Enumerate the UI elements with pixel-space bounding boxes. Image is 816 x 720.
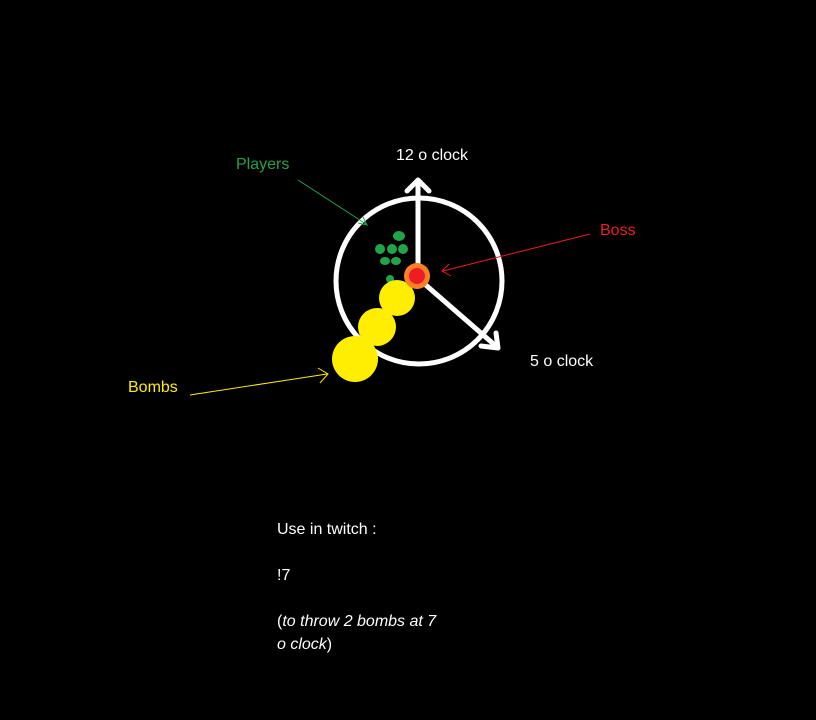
instruction-heading: Use in twitch :	[277, 521, 377, 538]
instruction-note-line2: o clock)	[277, 633, 332, 656]
twelve-oclock-arrow	[404, 177, 432, 279]
player-dot	[393, 231, 405, 241]
note-italic-line1: to throw 2 bombs at 7	[282, 613, 437, 630]
player-dot	[398, 244, 408, 254]
players-label: Players	[236, 156, 290, 173]
bombs-label: Bombs	[128, 379, 178, 396]
bomb	[379, 280, 415, 316]
bombs-group	[332, 280, 415, 382]
boss-marker	[404, 263, 430, 289]
note-close-paren: )	[326, 636, 333, 653]
bomb	[358, 308, 396, 346]
five-oclock-arrow	[417, 277, 501, 351]
instruction-command: !7	[277, 567, 291, 584]
twelve-oclock-label: 12 o clock	[396, 147, 469, 164]
bombs-pointer-arrow	[189, 367, 329, 396]
players-pointer-arrow	[297, 179, 368, 226]
five-oclock-label: 5 o clock	[530, 353, 594, 370]
instruction-note-line1: (to throw 2 bombs at 7	[277, 610, 436, 633]
player-dot	[375, 244, 385, 254]
players-group	[375, 231, 408, 283]
boss-label: Boss	[600, 222, 636, 239]
player-dot	[391, 257, 401, 265]
bomb	[332, 336, 378, 382]
note-open-paren: (	[277, 613, 283, 630]
note-italic-line2: o clock	[277, 636, 327, 653]
player-dot	[380, 257, 390, 265]
boss-pointer-arrow	[441, 233, 591, 277]
player-dot	[387, 244, 397, 254]
